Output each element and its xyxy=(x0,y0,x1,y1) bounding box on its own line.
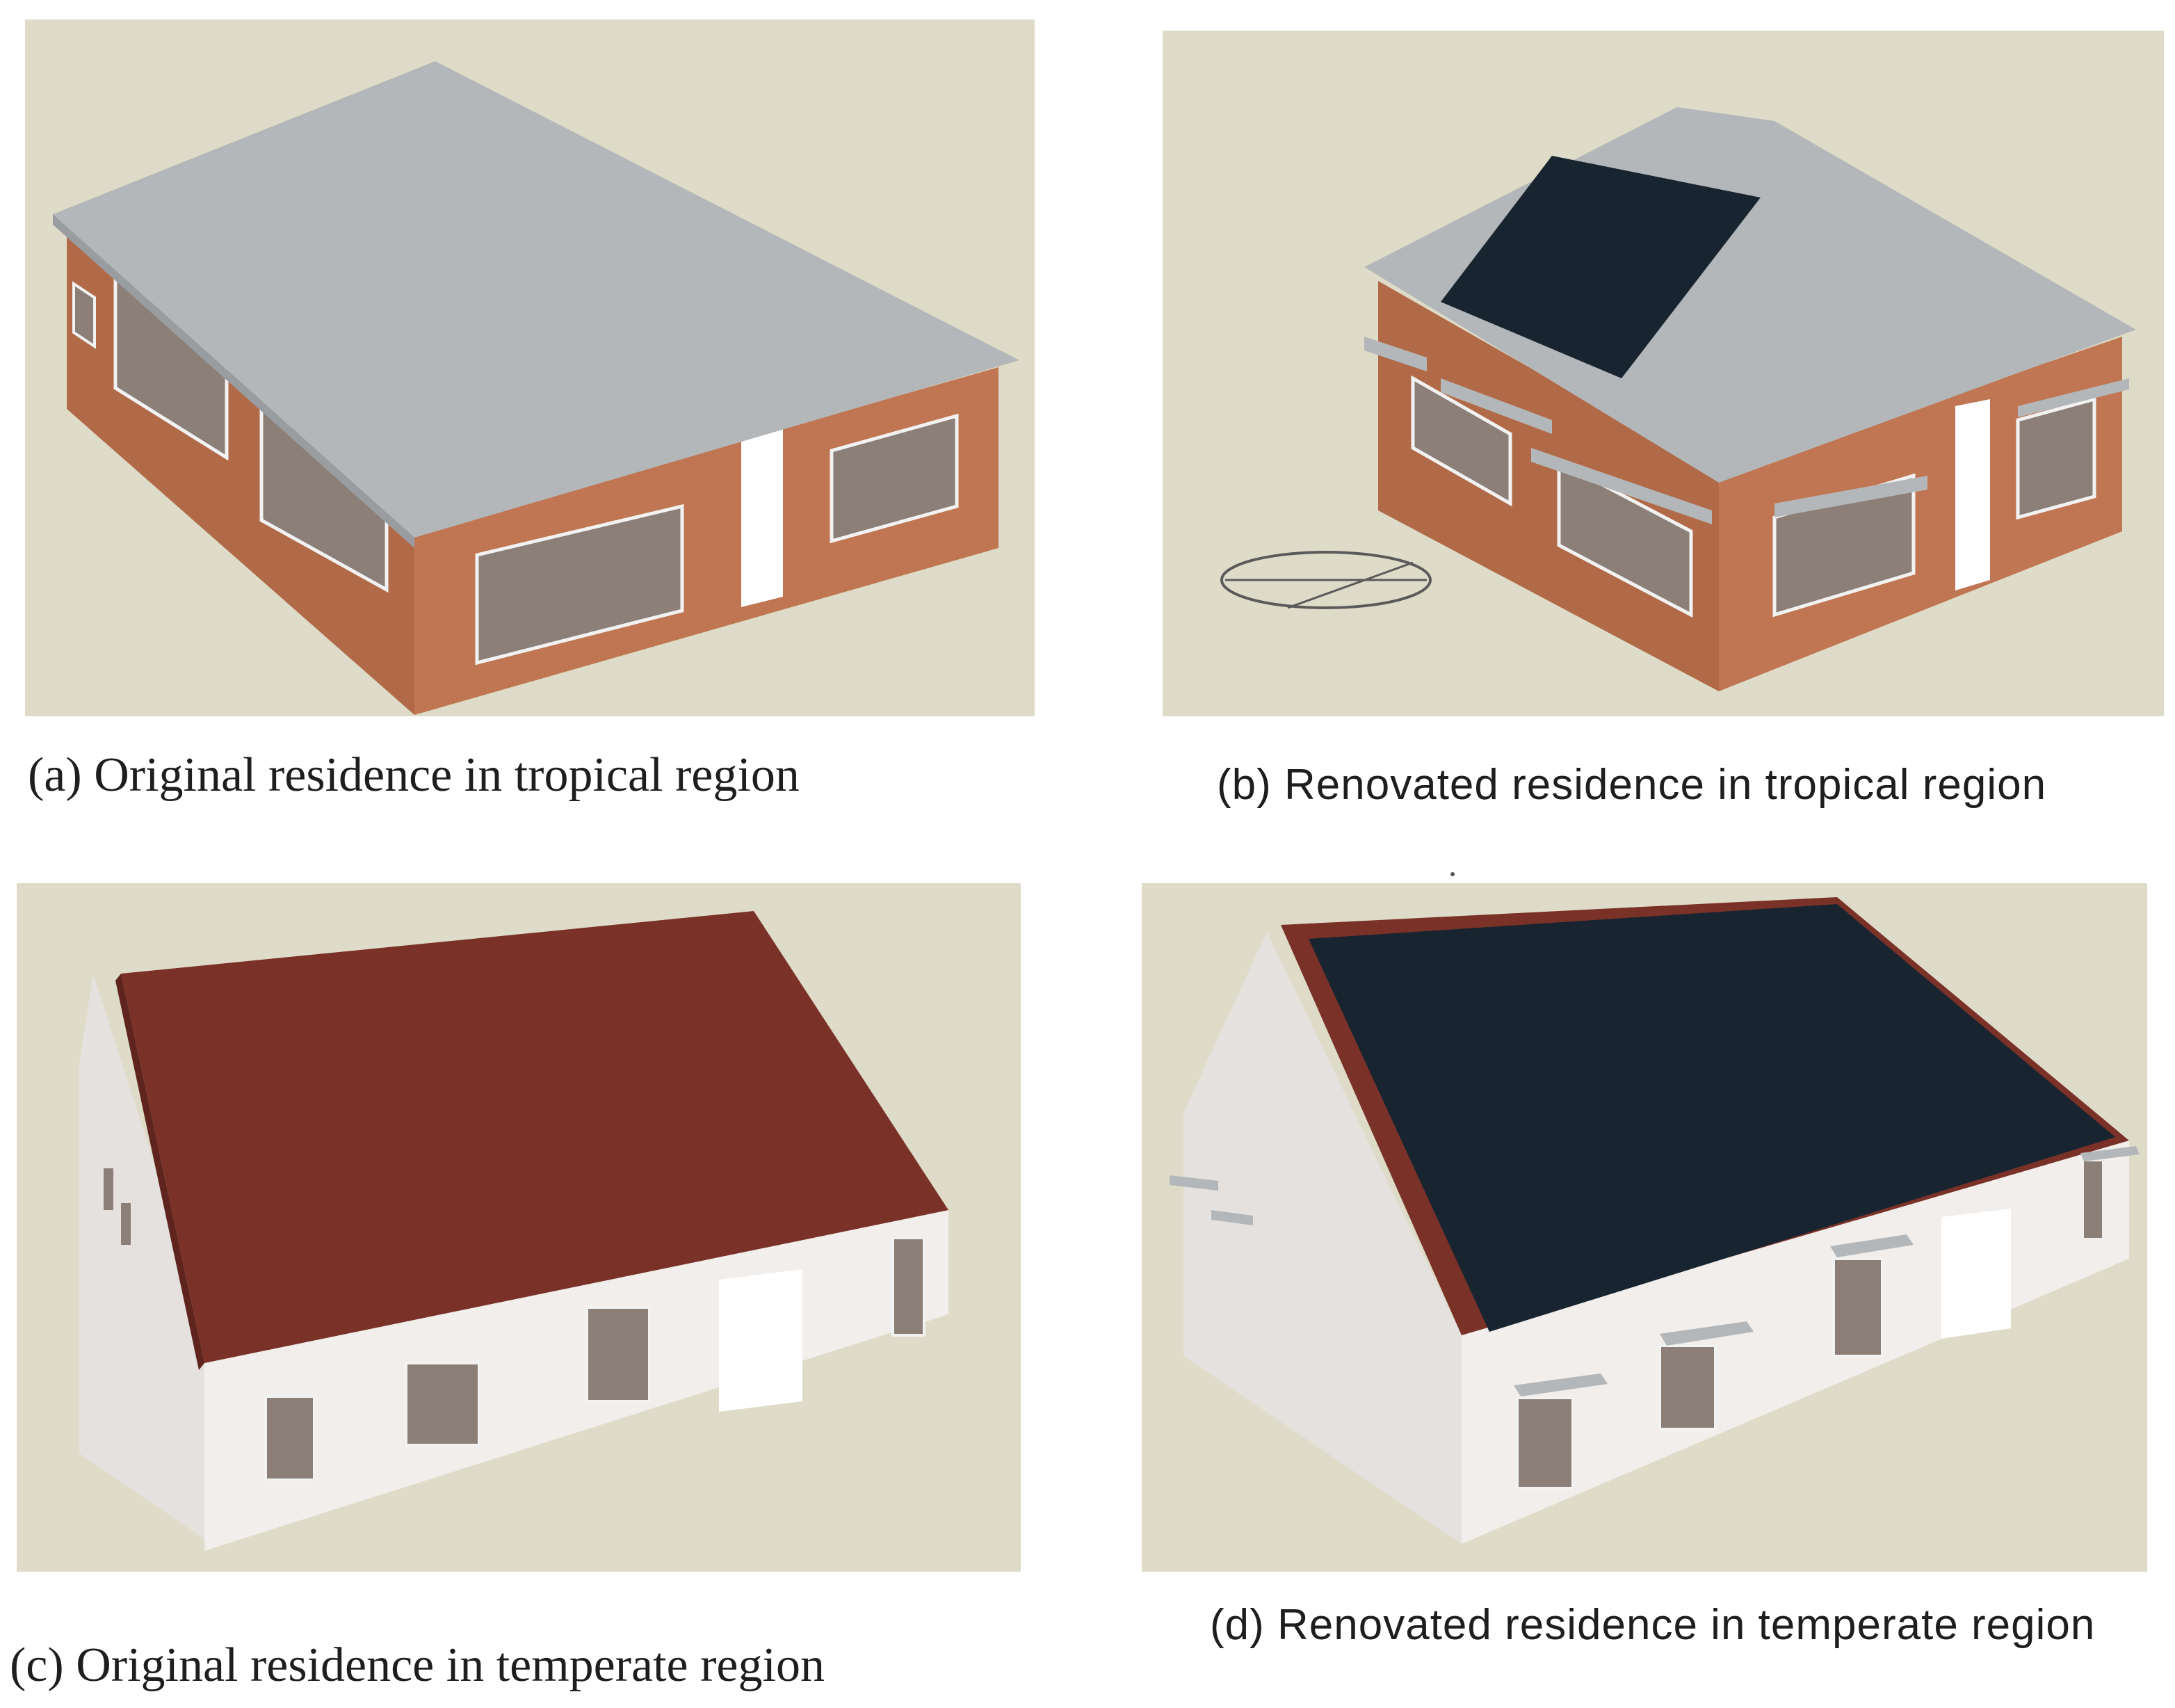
window xyxy=(104,1168,113,1210)
window xyxy=(2016,396,2096,520)
door xyxy=(719,1269,802,1412)
roof-gray xyxy=(53,61,1019,538)
window xyxy=(1557,458,1693,618)
shading-overhang xyxy=(1531,448,1712,524)
stray-dot xyxy=(1450,872,1455,876)
shading-overhang xyxy=(1830,1234,1914,1257)
door xyxy=(1941,1209,2011,1339)
solar-panel xyxy=(1441,156,1761,378)
brick-wall-left xyxy=(1378,281,1719,691)
caption-c: (c) Original residence in temperate regi… xyxy=(10,1638,825,1692)
panel-c-original-temperate xyxy=(17,883,1021,1572)
solar-panel xyxy=(1309,904,2115,1332)
white-wall-gable xyxy=(79,974,218,1544)
shading-overhang xyxy=(1441,378,1552,434)
shading-overhang xyxy=(1211,1210,1253,1225)
window xyxy=(2084,1161,2102,1238)
caption-b: (b) Renovated residence in tropical regi… xyxy=(1217,761,2047,809)
white-wall-gable xyxy=(1183,932,1462,1544)
door xyxy=(1955,399,1990,590)
caption-a: (a) Original residence in tropical regio… xyxy=(28,748,800,802)
window xyxy=(405,1362,480,1447)
sun-path-line xyxy=(1287,561,1414,609)
roof-edge xyxy=(115,974,204,1370)
panel-d-renovated-temperate xyxy=(1142,883,2147,1572)
panel-b-renovated-tropical xyxy=(1163,31,2164,716)
roof-red xyxy=(121,911,948,1363)
shading-overhang xyxy=(1514,1373,1608,1396)
door xyxy=(741,426,783,607)
house-d-illustration xyxy=(1170,897,2140,1544)
shading-overhang xyxy=(1364,337,1427,371)
window xyxy=(1516,1396,1574,1490)
house-c-illustration xyxy=(79,911,948,1551)
window xyxy=(1832,1257,1884,1357)
house-b-illustration xyxy=(1220,107,2136,691)
shading-overhang xyxy=(2018,378,2129,417)
window xyxy=(585,1306,651,1403)
window xyxy=(264,1395,316,1481)
sun-path-ellipse xyxy=(1220,551,1432,609)
window xyxy=(121,1203,131,1245)
shading-overhang xyxy=(1774,476,1927,517)
window xyxy=(72,281,96,349)
shading-overhang xyxy=(1660,1321,1754,1346)
shading-overhang xyxy=(1170,1175,1218,1191)
window xyxy=(891,1236,925,1337)
roof-edge xyxy=(53,214,414,548)
caption-d: (d) Renovated residence in temperate reg… xyxy=(1210,1601,2096,1649)
window xyxy=(475,503,684,666)
window xyxy=(830,413,959,544)
window xyxy=(1658,1344,1717,1431)
window xyxy=(1411,375,1512,507)
panel-a-original-tropical xyxy=(25,19,1035,716)
house-a-illustration xyxy=(53,61,1019,715)
shading-overhang xyxy=(2080,1146,2140,1161)
